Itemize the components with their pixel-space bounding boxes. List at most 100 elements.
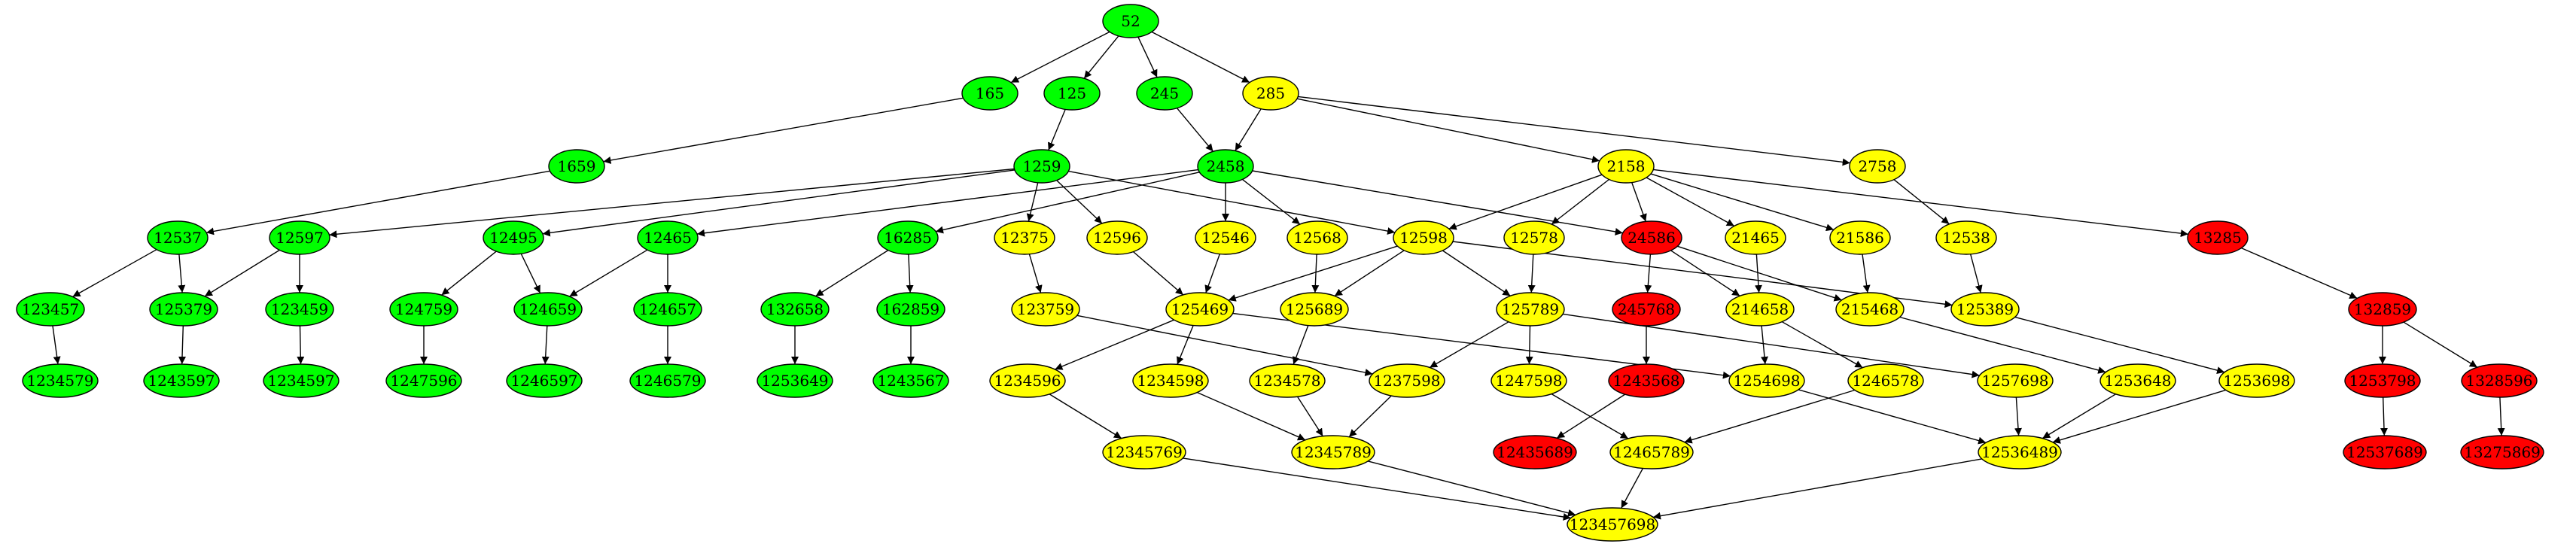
node-165: 165 (961, 76, 1019, 111)
node-1246579: 1246579 (629, 363, 706, 398)
edge-12598-to-125789 (1442, 250, 1511, 296)
node-ellipse (1013, 149, 1070, 184)
node-1328596: 1328596 (2461, 363, 2538, 398)
node-ellipse (1242, 76, 1299, 111)
node-ellipse (2099, 363, 2176, 398)
node-label: 125689 (1286, 300, 1343, 318)
node-ellipse (1280, 292, 1349, 327)
node-1246597: 1246597 (506, 363, 583, 398)
node-ellipse (757, 363, 833, 398)
node-ellipse (1136, 76, 1193, 111)
edge-125-to-1259 (1047, 109, 1066, 150)
node-12578: 12578 (1503, 220, 1565, 255)
node-label: 1257698 (1981, 372, 2048, 390)
edge-123457-to-1234579 (52, 325, 61, 365)
node-ellipse (2460, 435, 2544, 469)
node-label: 125 (1058, 84, 1086, 102)
node-125789: 125789 (1496, 292, 1565, 327)
edge-16285-to-132658 (815, 250, 889, 297)
node-label: 1254698 (1733, 372, 1800, 390)
node-ellipse (2343, 435, 2427, 469)
node-21465: 21465 (1725, 220, 1786, 255)
node-label: 21465 (1731, 229, 1780, 247)
node-label: 1253649 (761, 372, 828, 390)
node-12536489: 12536489 (1978, 435, 2062, 469)
edge-132859-to-1328596 (2403, 321, 2478, 368)
node-ellipse (1393, 220, 1454, 255)
node-label: 132859 (2354, 300, 2411, 318)
node-1243597: 1243597 (143, 363, 220, 398)
node-label: 1259 (1023, 157, 1061, 175)
node-ellipse (1728, 363, 1805, 398)
node-ellipse (149, 292, 218, 327)
edge-12495-to-124759 (441, 251, 497, 296)
node-52: 52 (1102, 4, 1159, 38)
edge-1257698-to-12536489 (2014, 397, 2022, 436)
node-12345789: 12345789 (1291, 435, 1375, 469)
node-1234598: 1234598 (1132, 363, 1209, 398)
node-label: 123457698 (1570, 515, 1656, 533)
node-label: 12465 (644, 229, 692, 247)
node-ellipse (876, 292, 945, 327)
edge-1247598-to-12465789 (1551, 393, 1629, 439)
node-ellipse (1496, 292, 1565, 327)
node-label: 1234578 (1253, 372, 1320, 390)
edge-12598-to-125469 (1228, 245, 1398, 302)
node-label: 123459 (271, 300, 328, 318)
node-label: 1247596 (390, 372, 457, 390)
node-2758: 2758 (1849, 149, 1906, 184)
edge-12537-to-125379 (178, 254, 186, 293)
node-ellipse (1608, 363, 1685, 398)
node-ellipse (1291, 435, 1375, 469)
node-label: 1243568 (1612, 372, 1679, 390)
node-124657: 124657 (633, 292, 702, 327)
edge-21586-to-215468 (1862, 254, 1871, 293)
node-ellipse (994, 220, 1055, 255)
node-ellipse (1493, 435, 1577, 469)
edge-12538-to-125389 (1970, 254, 1983, 293)
edge-1237598-to-12345789 (1348, 395, 1392, 438)
node-label: 1246579 (634, 372, 701, 390)
edge-12345789-to-123457698 (1368, 460, 1576, 517)
edge-124659-to-1246597 (541, 325, 550, 365)
node-ellipse (629, 363, 706, 398)
node-label: 1247598 (1495, 372, 1562, 390)
edge-2158-to-13285 (1653, 169, 2188, 238)
node-label: 245768 (1618, 300, 1675, 318)
node-label: 12345769 (1106, 443, 1183, 461)
edge-16285-to-162859 (906, 254, 914, 293)
edge-125379-to-1243597 (178, 325, 187, 365)
node-1234578: 1234578 (1249, 363, 1326, 398)
node-ellipse (1935, 220, 1997, 255)
edge-1253798-to-12537689 (2380, 397, 2388, 436)
node-ellipse (1950, 292, 2020, 327)
node-1243568: 1243568 (1608, 363, 1685, 398)
node-label: 165 (976, 84, 1004, 102)
edge-2458-to-24586 (1252, 170, 1623, 235)
node-label: 12598 (1399, 229, 1448, 247)
node-ellipse (22, 363, 99, 398)
edge-12597-to-125379 (204, 249, 280, 297)
node-ellipse (1612, 292, 1681, 327)
edge-1246578-to-12465789 (1684, 389, 1856, 444)
node-label: 1253798 (2349, 372, 2416, 390)
edge-123459-to-1234597 (297, 325, 305, 365)
node-ellipse (1043, 76, 1101, 111)
edge-2458-to-12568 (1242, 178, 1301, 225)
node-ellipse (16, 292, 85, 327)
edge-12375-to-123759 (1028, 254, 1043, 293)
node-ellipse (385, 363, 462, 398)
edge-125469-to-1234598 (1177, 325, 1194, 365)
node-label: 2158 (1607, 157, 1646, 175)
node-label: 215468 (1841, 300, 1899, 318)
edge-52-to-125 (1083, 35, 1119, 79)
edge-24586-to-215468 (1677, 245, 1842, 302)
edge-12345769-to-123457698 (1183, 457, 1571, 521)
node-ellipse (1197, 149, 1254, 184)
node-1234579: 1234579 (22, 363, 99, 398)
node-label: 1253648 (2104, 372, 2171, 390)
node-label: 12537689 (2346, 443, 2423, 461)
node-1253648: 1253648 (2099, 363, 2176, 398)
node-125469: 125469 (1165, 292, 1235, 327)
edge-1659-to-12537 (206, 170, 550, 235)
